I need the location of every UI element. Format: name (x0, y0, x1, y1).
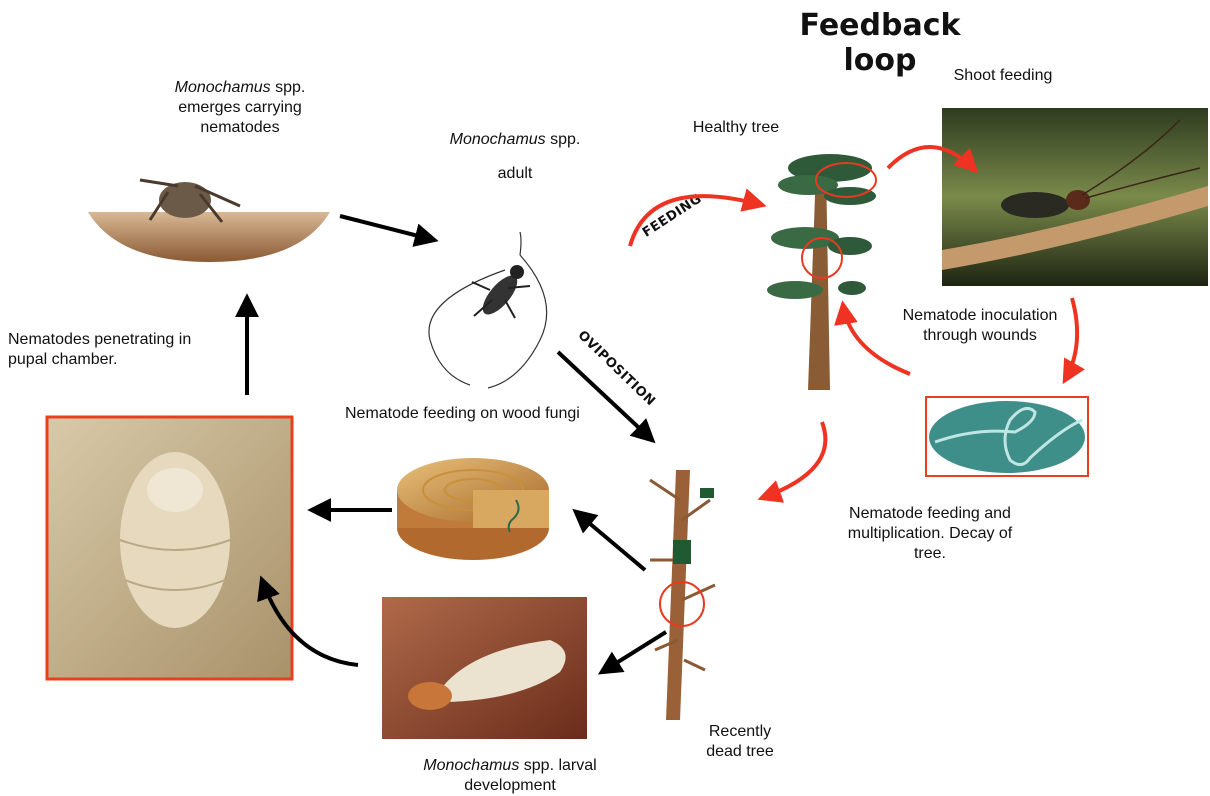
label-recently-dead: Recently dead tree (706, 723, 774, 760)
label-penetrating: Nematodes penetrating in pupal chamber. (8, 331, 192, 368)
pupa-image (45, 415, 294, 681)
larva-image (382, 597, 587, 739)
life-cycle-arrows (235, 214, 668, 675)
label-inoculation: Nematode inoculation through wounds (902, 307, 1058, 344)
shoot-feeding-image (942, 108, 1208, 286)
feedback-loop-arrows (628, 145, 1085, 503)
nematode-image (925, 396, 1089, 477)
adult-beetle-image (428, 231, 548, 389)
healthy-tree-image (767, 154, 877, 390)
emerging-beetle-image (88, 178, 330, 262)
label-larval: Monochamus spp. larval development (423, 757, 597, 794)
label-shoot-feeding: Shoot feeding (953, 67, 1053, 84)
label-emerges: Monochamus spp. emerges carrying nematod… (174, 79, 306, 136)
label-wood-fungi: Nematode feeding on wood fungi (345, 405, 580, 422)
wood-log-image (397, 458, 549, 560)
label-adult: Monochamus spp. adult (449, 131, 581, 182)
dead-tree-image (649, 470, 716, 720)
label-multiplication: Nematode feeding and multiplication. Dec… (847, 505, 1013, 562)
label-healthy-tree: Healthy tree (692, 119, 780, 136)
diagram-title: Feedback loop (799, 8, 961, 78)
